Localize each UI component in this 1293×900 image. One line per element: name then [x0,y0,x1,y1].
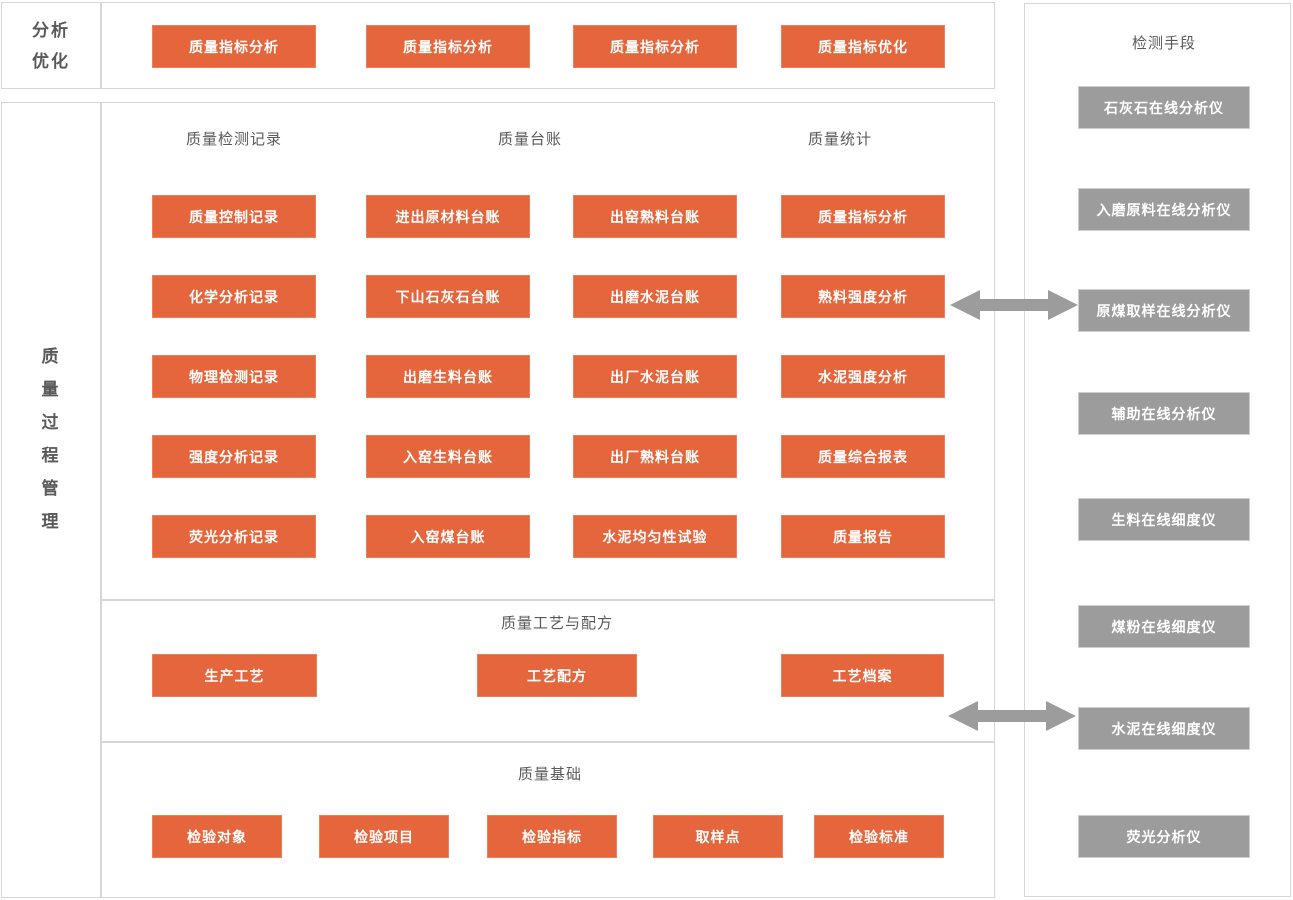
ledger-module-button[interactable]: 出厂熟料台账 [573,435,737,478]
section-title-inspection-records: 质量检测记录 [185,131,282,148]
instrument-button[interactable]: 荧光分析仪 [1078,815,1250,858]
statistics-module-button[interactable]: 水泥强度分析 [781,355,945,398]
detection-instruments-panel [1024,3,1291,897]
basics-module-button[interactable]: 检验标准 [814,815,944,858]
analysis-module-button[interactable]: 质量指标分析 [366,25,530,68]
instrument-button[interactable]: 入磨原料在线分析仪 [1078,188,1250,231]
statistics-module-button[interactable]: 质量报告 [781,515,945,558]
instrument-button[interactable]: 石灰石在线分析仪 [1078,86,1250,129]
instrument-button[interactable]: 煤粉在线细度仪 [1078,605,1250,648]
record-module-button[interactable]: 强度分析记录 [152,435,316,478]
statistics-module-button[interactable]: 质量指标分析 [781,195,945,238]
double-arrow-icon [948,701,1076,731]
ledger-module-button[interactable]: 出磨生料台账 [366,355,530,398]
record-module-button[interactable]: 荧光分析记录 [152,515,316,558]
analysis-optimization-label-box [1,2,101,89]
ledger-module-button[interactable]: 出窑熟料台账 [573,195,737,238]
ledger-module-button[interactable]: 入窑煤台账 [366,515,530,558]
test-module-button[interactable]: 水泥均匀性试验 [573,515,737,558]
instrument-button[interactable]: 辅助在线分析仪 [1078,392,1250,435]
section-title-quality-ledgers: 质量台账 [497,131,562,148]
instrument-button[interactable]: 原煤取样在线分析仪 [1078,289,1250,332]
analysis-optimization-label: 分析 优化 [32,21,70,71]
section-title-process-recipe: 质量工艺与配方 [500,615,613,632]
record-module-button[interactable]: 化学分析记录 [152,275,316,318]
ledger-module-button[interactable]: 进出原材料台账 [366,195,530,238]
quality-process-management-label: 质 量 过 程 管 理 [41,347,61,531]
double-arrow-icon [950,290,1078,320]
optimization-module-button[interactable]: 质量指标优化 [781,25,945,68]
analysis-module-button[interactable]: 质量指标分析 [573,25,737,68]
basics-module-button[interactable]: 检验指标 [487,815,617,858]
record-module-button[interactable]: 质量控制记录 [152,195,316,238]
section-title-quality-statistics: 质量统计 [807,131,872,148]
section-title-detection-instruments: 检测手段 [1131,35,1196,52]
instrument-button[interactable]: 水泥在线细度仪 [1078,707,1250,750]
basics-module-button[interactable]: 取样点 [653,815,783,858]
process-module-button[interactable]: 工艺档案 [781,654,944,697]
ledger-module-button[interactable]: 入窑生料台账 [366,435,530,478]
process-module-button[interactable]: 工艺配方 [477,654,637,697]
statistics-module-button[interactable]: 熟料强度分析 [781,275,945,318]
analysis-module-button[interactable]: 质量指标分析 [152,25,316,68]
ledger-module-button[interactable]: 出磨水泥台账 [573,275,737,318]
ledger-module-button[interactable]: 下山石灰石台账 [366,275,530,318]
process-module-button[interactable]: 生产工艺 [152,654,317,697]
basics-module-button[interactable]: 检验对象 [152,815,282,858]
instrument-button[interactable]: 生料在线细度仪 [1078,498,1250,541]
statistics-module-button[interactable]: 质量综合报表 [781,435,945,478]
section-title-quality-basics: 质量基础 [517,766,582,783]
ledger-module-button[interactable]: 出厂水泥台账 [573,355,737,398]
record-module-button[interactable]: 物理检测记录 [152,355,316,398]
quality-process-management-box [1,102,101,898]
basics-module-button[interactable]: 检验项目 [319,815,449,858]
